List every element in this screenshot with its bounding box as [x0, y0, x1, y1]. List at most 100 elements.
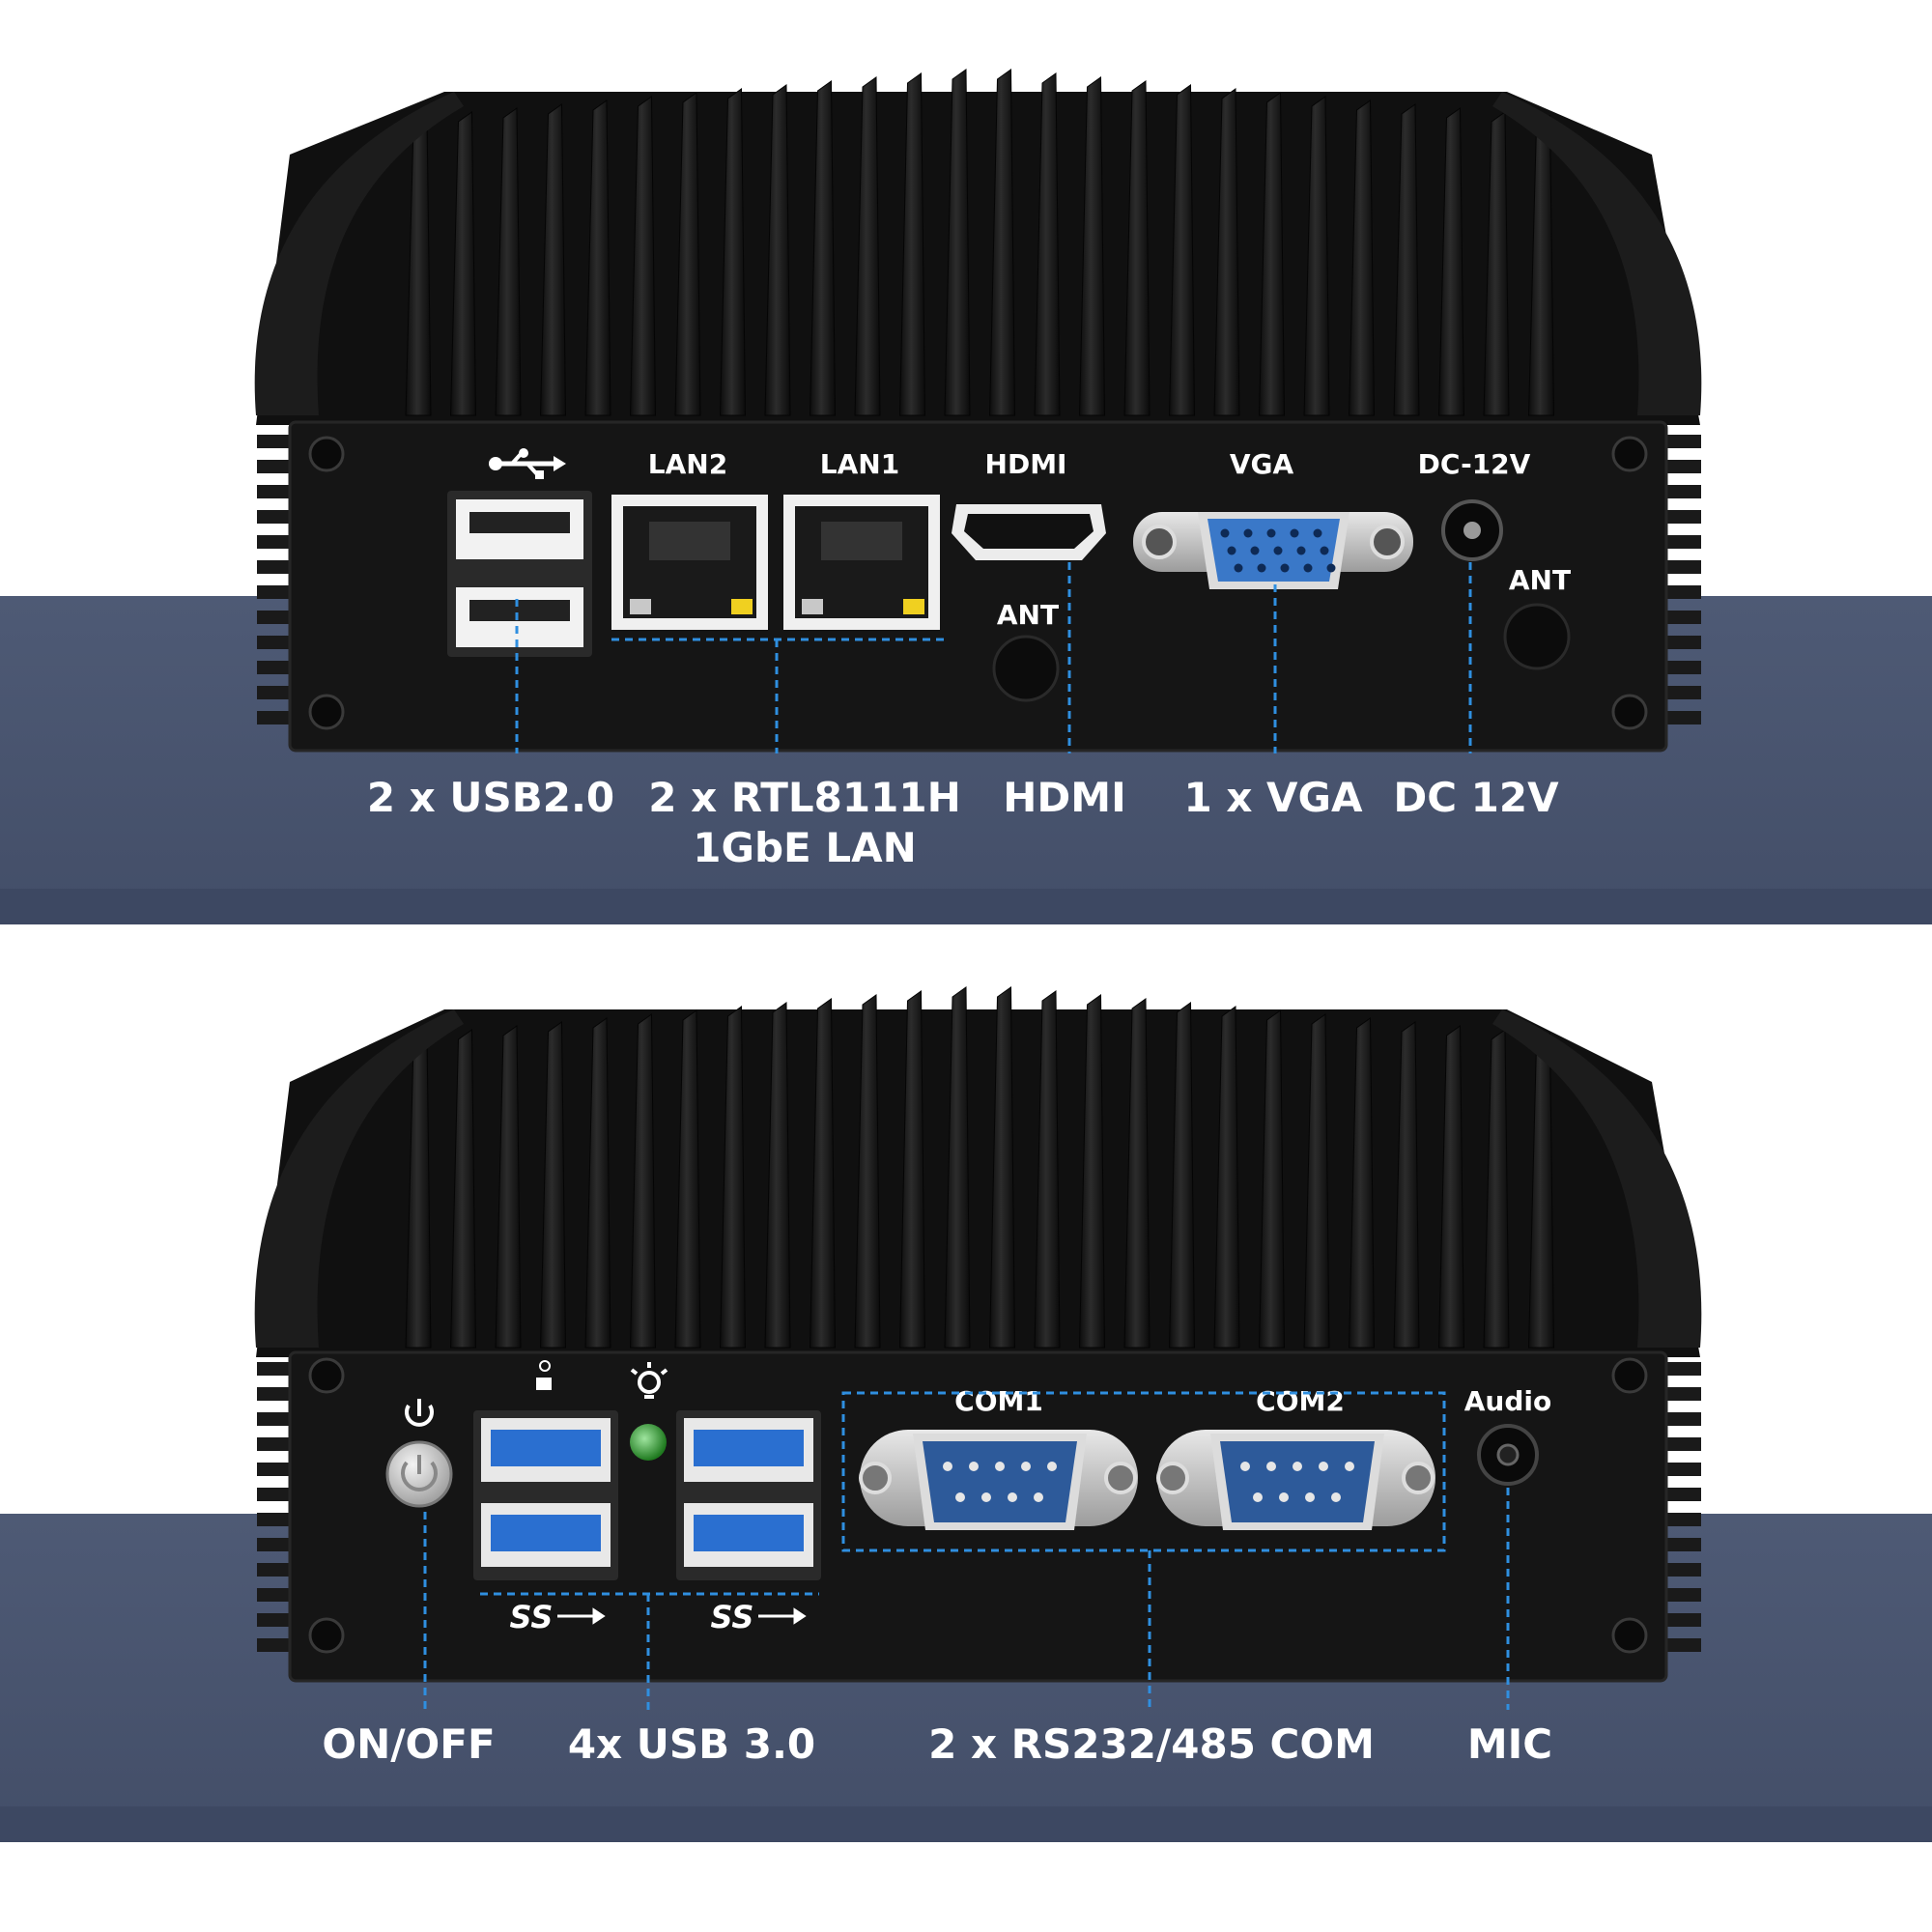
bottom-callout-lines — [423, 1391, 1510, 1710]
vga-port[interactable] — [1133, 512, 1413, 589]
heatsink-fin — [719, 88, 747, 416]
side-fin-right — [1666, 435, 1701, 448]
side-fin-right — [1666, 585, 1701, 599]
side-fin-right — [1666, 611, 1701, 624]
com-pin — [1331, 1492, 1341, 1502]
vga-pin — [1220, 528, 1230, 538]
heatsink-fin — [1213, 1006, 1240, 1349]
side-fin-left — [257, 1387, 290, 1401]
heatsink-fin — [898, 990, 926, 1349]
side-fin-left — [257, 535, 290, 549]
heatsink-fin — [629, 1013, 657, 1349]
lan2-port[interactable] — [611, 495, 768, 630]
side-fin-left — [257, 1437, 290, 1451]
usb3-logo-icon-left — [557, 1607, 606, 1625]
top-heatsink-fins — [405, 69, 1555, 416]
side-fin-right — [1666, 485, 1701, 498]
heatsink-fin — [449, 111, 477, 416]
heatsink-fin — [1213, 88, 1240, 416]
heatsink-fin — [1168, 1002, 1196, 1349]
side-fin-left — [257, 1513, 290, 1526]
heatsink-fin — [1123, 998, 1151, 1349]
usb2-port-stack[interactable] — [447, 491, 592, 657]
antenna-mount-left — [992, 635, 1060, 702]
side-fin-left — [257, 585, 290, 599]
usb-icon — [489, 448, 566, 479]
side-fin-left — [257, 1488, 290, 1501]
vga-pin — [1313, 528, 1322, 538]
com-pin — [1253, 1492, 1263, 1502]
vga-pin — [1290, 528, 1299, 538]
caption-power: ON/OFF — [322, 1720, 495, 1768]
caption-lan-line2: 1GbE LAN — [693, 824, 917, 871]
side-fin-left — [257, 711, 290, 724]
heatsink-fin — [674, 1009, 701, 1349]
hdmi-label: HDMI — [985, 448, 1067, 480]
side-fin-left — [257, 560, 290, 574]
com-pin — [969, 1462, 979, 1471]
top-side-fins — [257, 435, 1701, 724]
heatsink-fin — [719, 1006, 747, 1349]
heatsink-fin — [539, 103, 567, 416]
heatsink-fin — [898, 72, 926, 416]
heatsink-fin — [1078, 76, 1106, 416]
com-pin — [1345, 1462, 1354, 1471]
side-fin-right — [1666, 1463, 1701, 1476]
side-fin-left — [257, 1362, 290, 1376]
side-fin-left — [257, 1412, 290, 1426]
com-pin — [1021, 1462, 1031, 1471]
power-led-icon — [630, 1362, 668, 1399]
com-pin — [1279, 1492, 1289, 1502]
heatsink-fin — [1437, 1025, 1465, 1349]
usb3-port-stack-right[interactable] — [676, 1410, 821, 1580]
lan1-port[interactable] — [783, 495, 940, 630]
ant-left-label: ANT — [997, 599, 1059, 631]
lan1-label: LAN1 — [820, 448, 899, 480]
vga-pin — [1234, 563, 1243, 573]
heatsink-fin — [1527, 115, 1555, 416]
side-fin-left — [257, 460, 290, 473]
com-pin — [1293, 1462, 1302, 1471]
vga-pin — [1257, 563, 1266, 573]
side-fin-right — [1666, 1563, 1701, 1577]
vga-pin — [1303, 563, 1313, 573]
side-fin-right — [1666, 1538, 1701, 1551]
top-band-edge — [0, 889, 1932, 924]
side-fin-right — [1666, 1412, 1701, 1426]
heatsink-fin — [944, 986, 971, 1349]
com-pin — [955, 1492, 965, 1502]
heatsink-fin — [1437, 107, 1465, 416]
com-pin — [1266, 1462, 1276, 1471]
usb3-port-stack-left[interactable] — [473, 1410, 618, 1580]
dc-jack[interactable] — [1441, 499, 1503, 561]
bottom-panel: SS SS C — [0, 986, 1932, 1842]
hdmi-port[interactable] — [952, 504, 1106, 560]
power-button[interactable] — [385, 1440, 453, 1508]
side-fin-left — [257, 1638, 290, 1652]
heatsink-fin — [854, 76, 881, 416]
side-fin-right — [1666, 560, 1701, 574]
side-fin-left — [257, 636, 290, 649]
top-screws — [308, 436, 1648, 730]
top-heatsink-body — [256, 92, 1700, 425]
audio-jack[interactable] — [1477, 1424, 1539, 1486]
power-icon — [405, 1399, 434, 1427]
side-fin-left — [257, 510, 290, 524]
heatsink-fin — [1303, 96, 1330, 416]
heatsink-fin — [854, 994, 881, 1349]
com-pin — [1047, 1462, 1057, 1471]
com2-port[interactable] — [1156, 1430, 1435, 1530]
heatsink-fin — [674, 92, 701, 416]
caption-usb3: 4x USB 3.0 — [568, 1720, 815, 1768]
side-fin-right — [1666, 510, 1701, 524]
heatsink-fin — [1258, 1009, 1286, 1349]
com1-label: COM1 — [954, 1385, 1043, 1417]
side-fin-right — [1666, 686, 1701, 699]
side-fin-right — [1666, 661, 1701, 674]
heatsink-fin — [764, 84, 791, 416]
caption-vga: 1 x VGA — [1183, 774, 1363, 821]
com1-port[interactable] — [859, 1430, 1138, 1530]
heatsink-fin — [1034, 990, 1061, 1349]
vga-pin — [1227, 546, 1236, 555]
